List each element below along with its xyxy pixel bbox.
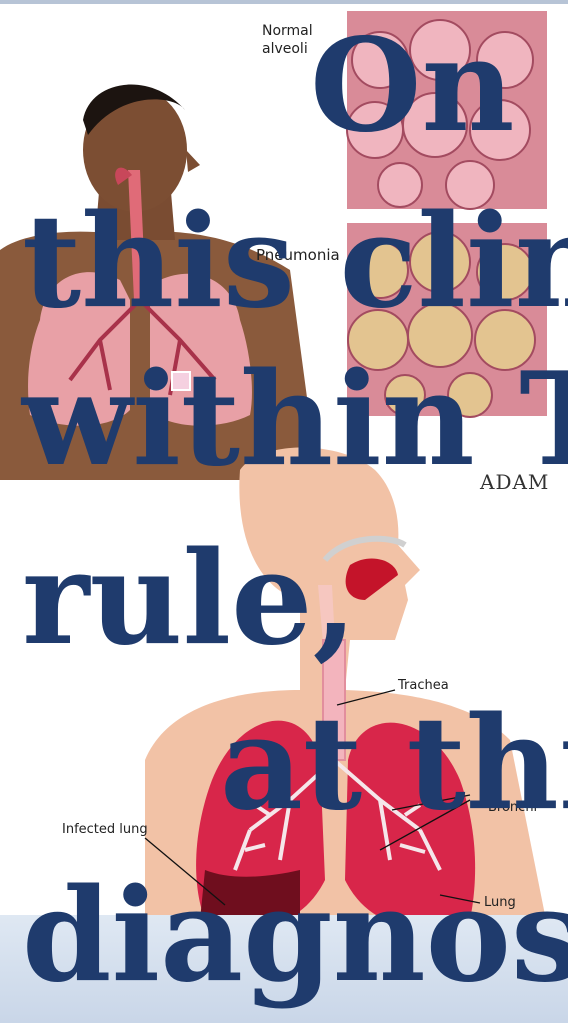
bottom-band [0,915,568,1023]
bronchi-label: Bronchi [488,800,537,815]
infected-lung-label: Infected lung [62,822,148,837]
normal-alveoli-panel [346,10,548,210]
man-anatomy-figure [0,85,310,480]
adam-logo: ADAM [480,470,549,494]
normal-alveoli-label: Normal alveoli [262,22,340,58]
respiratory-diagram [145,448,545,931]
lung-label: Lung [484,895,516,910]
trachea-label: Trachea [398,678,449,693]
pneumonia-label: Pneumonia [256,246,340,264]
pneumonia-alveoli-panel [346,222,548,417]
